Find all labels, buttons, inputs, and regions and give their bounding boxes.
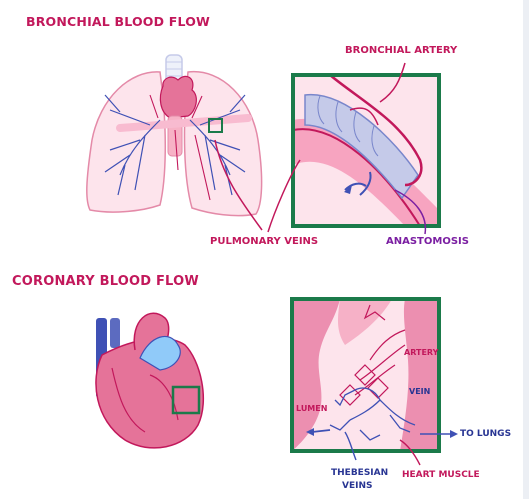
muscle-strand-1 [337, 299, 392, 345]
venous-network [329, 387, 416, 441]
vena-cava-top [110, 318, 120, 348]
bronchial-arteries-small [149, 94, 211, 201]
coronary-title: CORONARY BLOOD FLOW [12, 274, 199, 289]
to-lungs-label: TO LUNGS [460, 429, 512, 439]
thebesian-pointer [344, 431, 357, 461]
anastomosis-arrowhead-1 [344, 185, 352, 194]
lumen-label: LUMEN [296, 404, 328, 413]
bronchial-panel-frame [291, 73, 441, 228]
lungs-illustration [86, 54, 263, 217]
pulmonary-veins-label: PULMONARY VEINS [210, 236, 319, 247]
artery-branch [349, 107, 379, 126]
anastomosis-flow-2 [359, 171, 372, 196]
pulmonary-veins-pointer-right [267, 159, 301, 233]
arterial-network [339, 304, 406, 406]
lung-zoom-marker [208, 118, 223, 133]
anastomosis-label: ANASTOMOSIS [386, 236, 469, 247]
vein-label: VEIN [409, 387, 431, 396]
heart-muscle-region [400, 299, 439, 451]
bronchial-artery-label: BRONCHIAL ARTERY [345, 45, 458, 56]
thebesian-veins-label-line2: VEINS [342, 481, 373, 491]
bronchus-tube [304, 94, 419, 200]
bronchial-title: BRONCHIAL BLOOD FLOW [26, 14, 211, 29]
vein-edge [292, 128, 421, 227]
aorta-arch [159, 75, 197, 119]
bronchial-zoom-panel [291, 73, 441, 228]
pulmonary-trunk [139, 335, 181, 371]
pulmonary-veins-pointer-left [214, 139, 263, 231]
bronchial-artery-pointer [379, 62, 406, 103]
heart-muscle-pointer [399, 439, 421, 466]
bronchus-rings [317, 95, 379, 157]
right-edge-bar [523, 0, 529, 499]
thebesian-veins-label-line1: THEBESIAN [331, 468, 389, 478]
coronary-panel-frame [290, 297, 441, 453]
heart-muscle-label: HEART MUSCLE [402, 470, 480, 480]
flow-to-lumen-arrowhead [306, 428, 314, 436]
bronchial-artery-vessel [329, 74, 423, 187]
to-lungs-arrowhead [450, 430, 458, 438]
flow-to-lumen-arrow [311, 429, 331, 433]
bronchi-band [116, 114, 252, 132]
artery-label: ARTERY [404, 348, 439, 357]
lumen-region [292, 299, 340, 451]
anastomosis-flow-1 [344, 182, 367, 191]
left-lung [86, 71, 166, 213]
heart-illustration [95, 312, 205, 449]
septum-line [111, 367, 146, 433]
coronary-zoom-panel [290, 297, 441, 453]
chamber-line [149, 374, 179, 421]
heart-zoom-marker [171, 385, 201, 415]
right-lung [183, 71, 263, 217]
anastomosis-pointer [394, 189, 427, 235]
